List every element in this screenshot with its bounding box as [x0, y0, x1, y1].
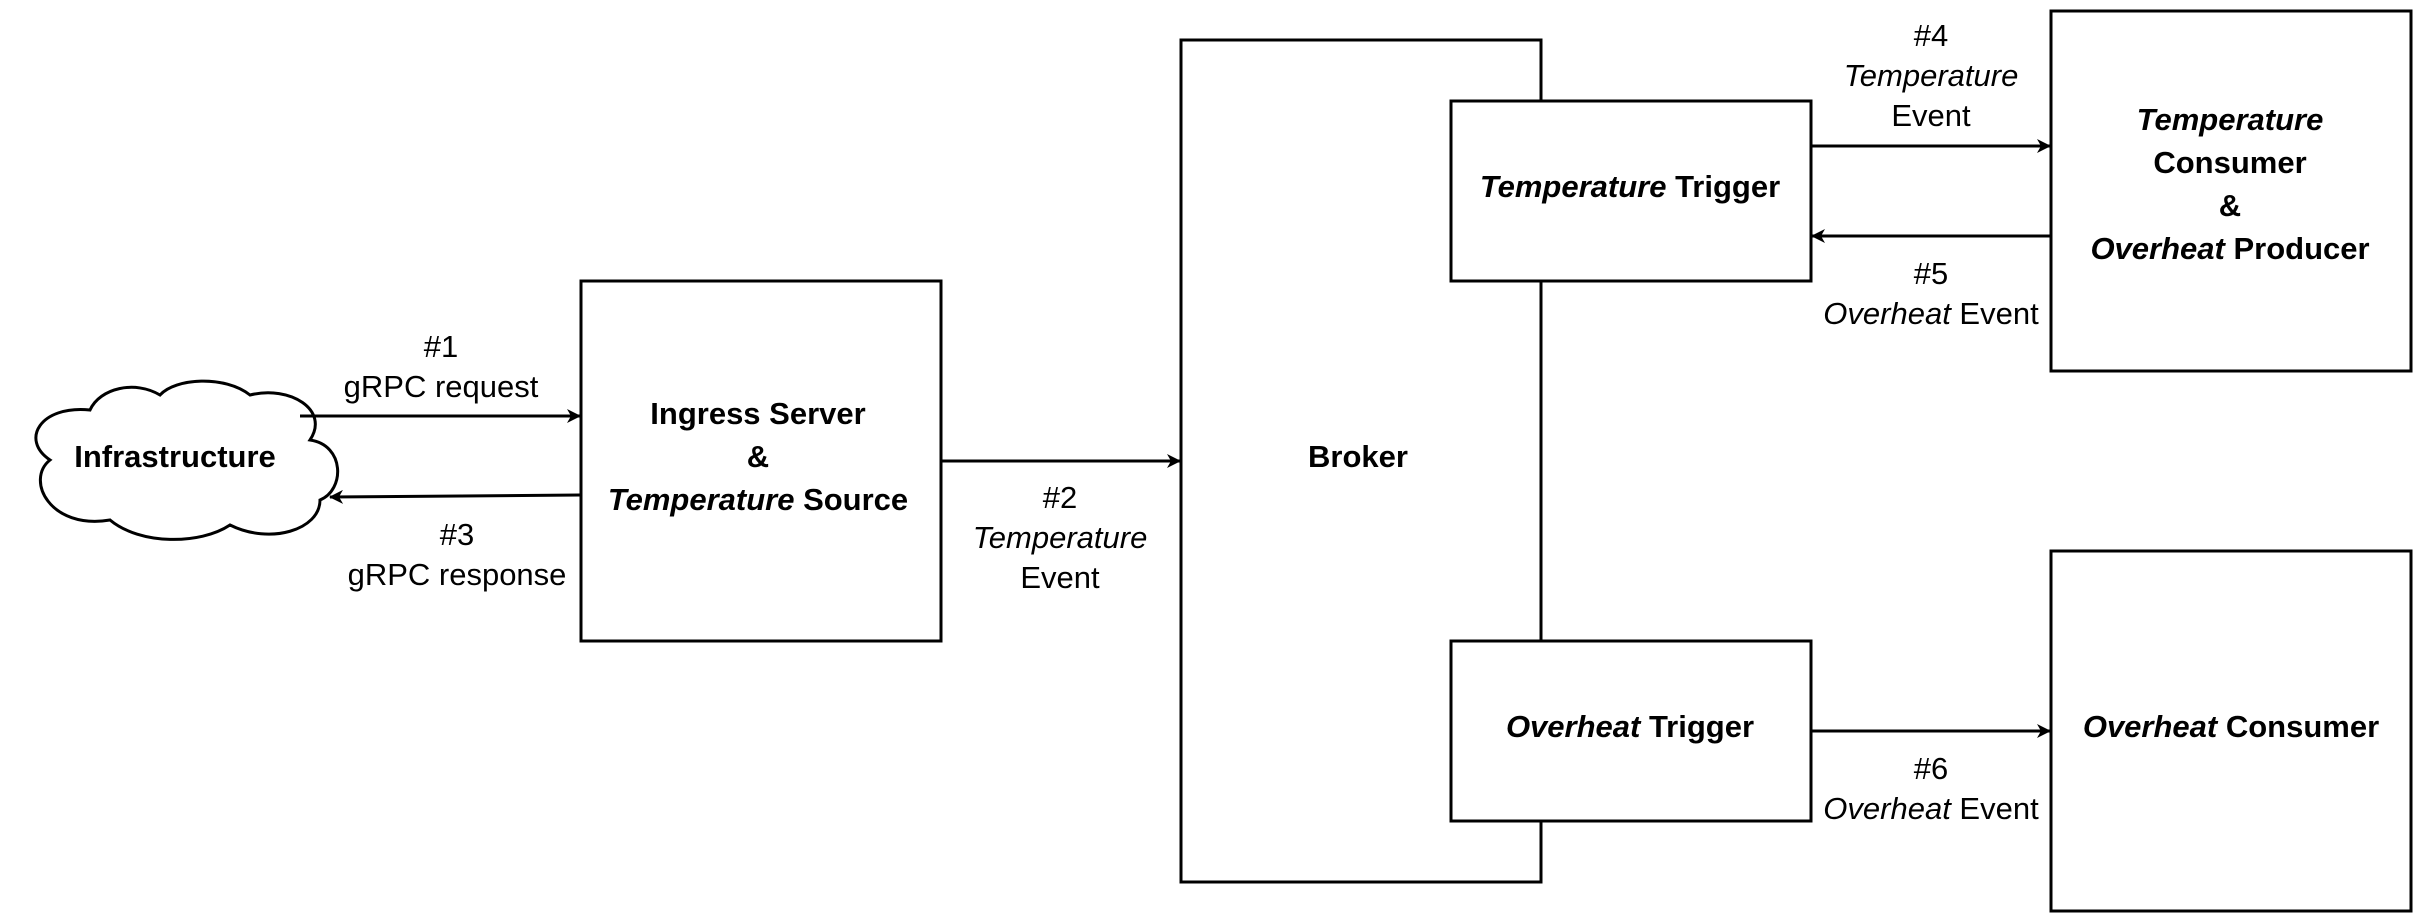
edge4-italic: Temperature [1844, 58, 2019, 93]
ingress-server-label-line2: & [747, 439, 769, 474]
overheat-consumer-box [2049, 549, 2413, 913]
temperature-trigger-label: Temperature Trigger [1480, 169, 1780, 204]
ingress-server-box [579, 279, 943, 643]
edge3-text: gRPC response [348, 557, 567, 592]
infrastructure-cloud [34, 379, 340, 541]
edge2-text: Event [1020, 560, 1100, 595]
edge5-number: #5 [1914, 256, 1948, 291]
edge5-text: Overheat Event [1823, 296, 2039, 331]
temperature-consumer-label-line3: & [2219, 188, 2241, 223]
edge4-text: Event [1891, 98, 1971, 133]
temperature-consumer-label-line1: Temperature [2137, 102, 2324, 137]
temperature-consumer-label-line2: Consumer [2153, 145, 2306, 180]
edge6-text: Overheat Event [1823, 791, 2039, 826]
overheat-trigger-label: Overheat Trigger [1506, 709, 1754, 744]
edge-grpc-response-arrow [329, 489, 581, 504]
edge2-italic: Temperature [973, 520, 1148, 555]
edge1-number: #1 [424, 329, 458, 364]
overheat-consumer-label: Overheat Consumer [2083, 709, 2379, 744]
temperature-consumer-label-line4: Overheat Producer [2090, 231, 2369, 266]
broker-label: Broker [1308, 439, 1408, 474]
temperature-trigger-box [1449, 99, 1813, 283]
infrastructure-label: Infrastructure [74, 439, 276, 474]
edge4-number: #4 [1914, 18, 1948, 53]
overheat-trigger-box [1449, 639, 1813, 823]
edge6-number: #6 [1914, 751, 1948, 786]
ingress-server-label-line1: Ingress Server [650, 396, 865, 431]
ingress-server-label-line3: Temperature Source [608, 482, 908, 517]
edge2-number: #2 [1043, 480, 1077, 515]
temperature-consumer-box [2049, 9, 2413, 373]
edge1-text: gRPC request [344, 369, 539, 404]
edge3-number: #3 [440, 517, 474, 552]
